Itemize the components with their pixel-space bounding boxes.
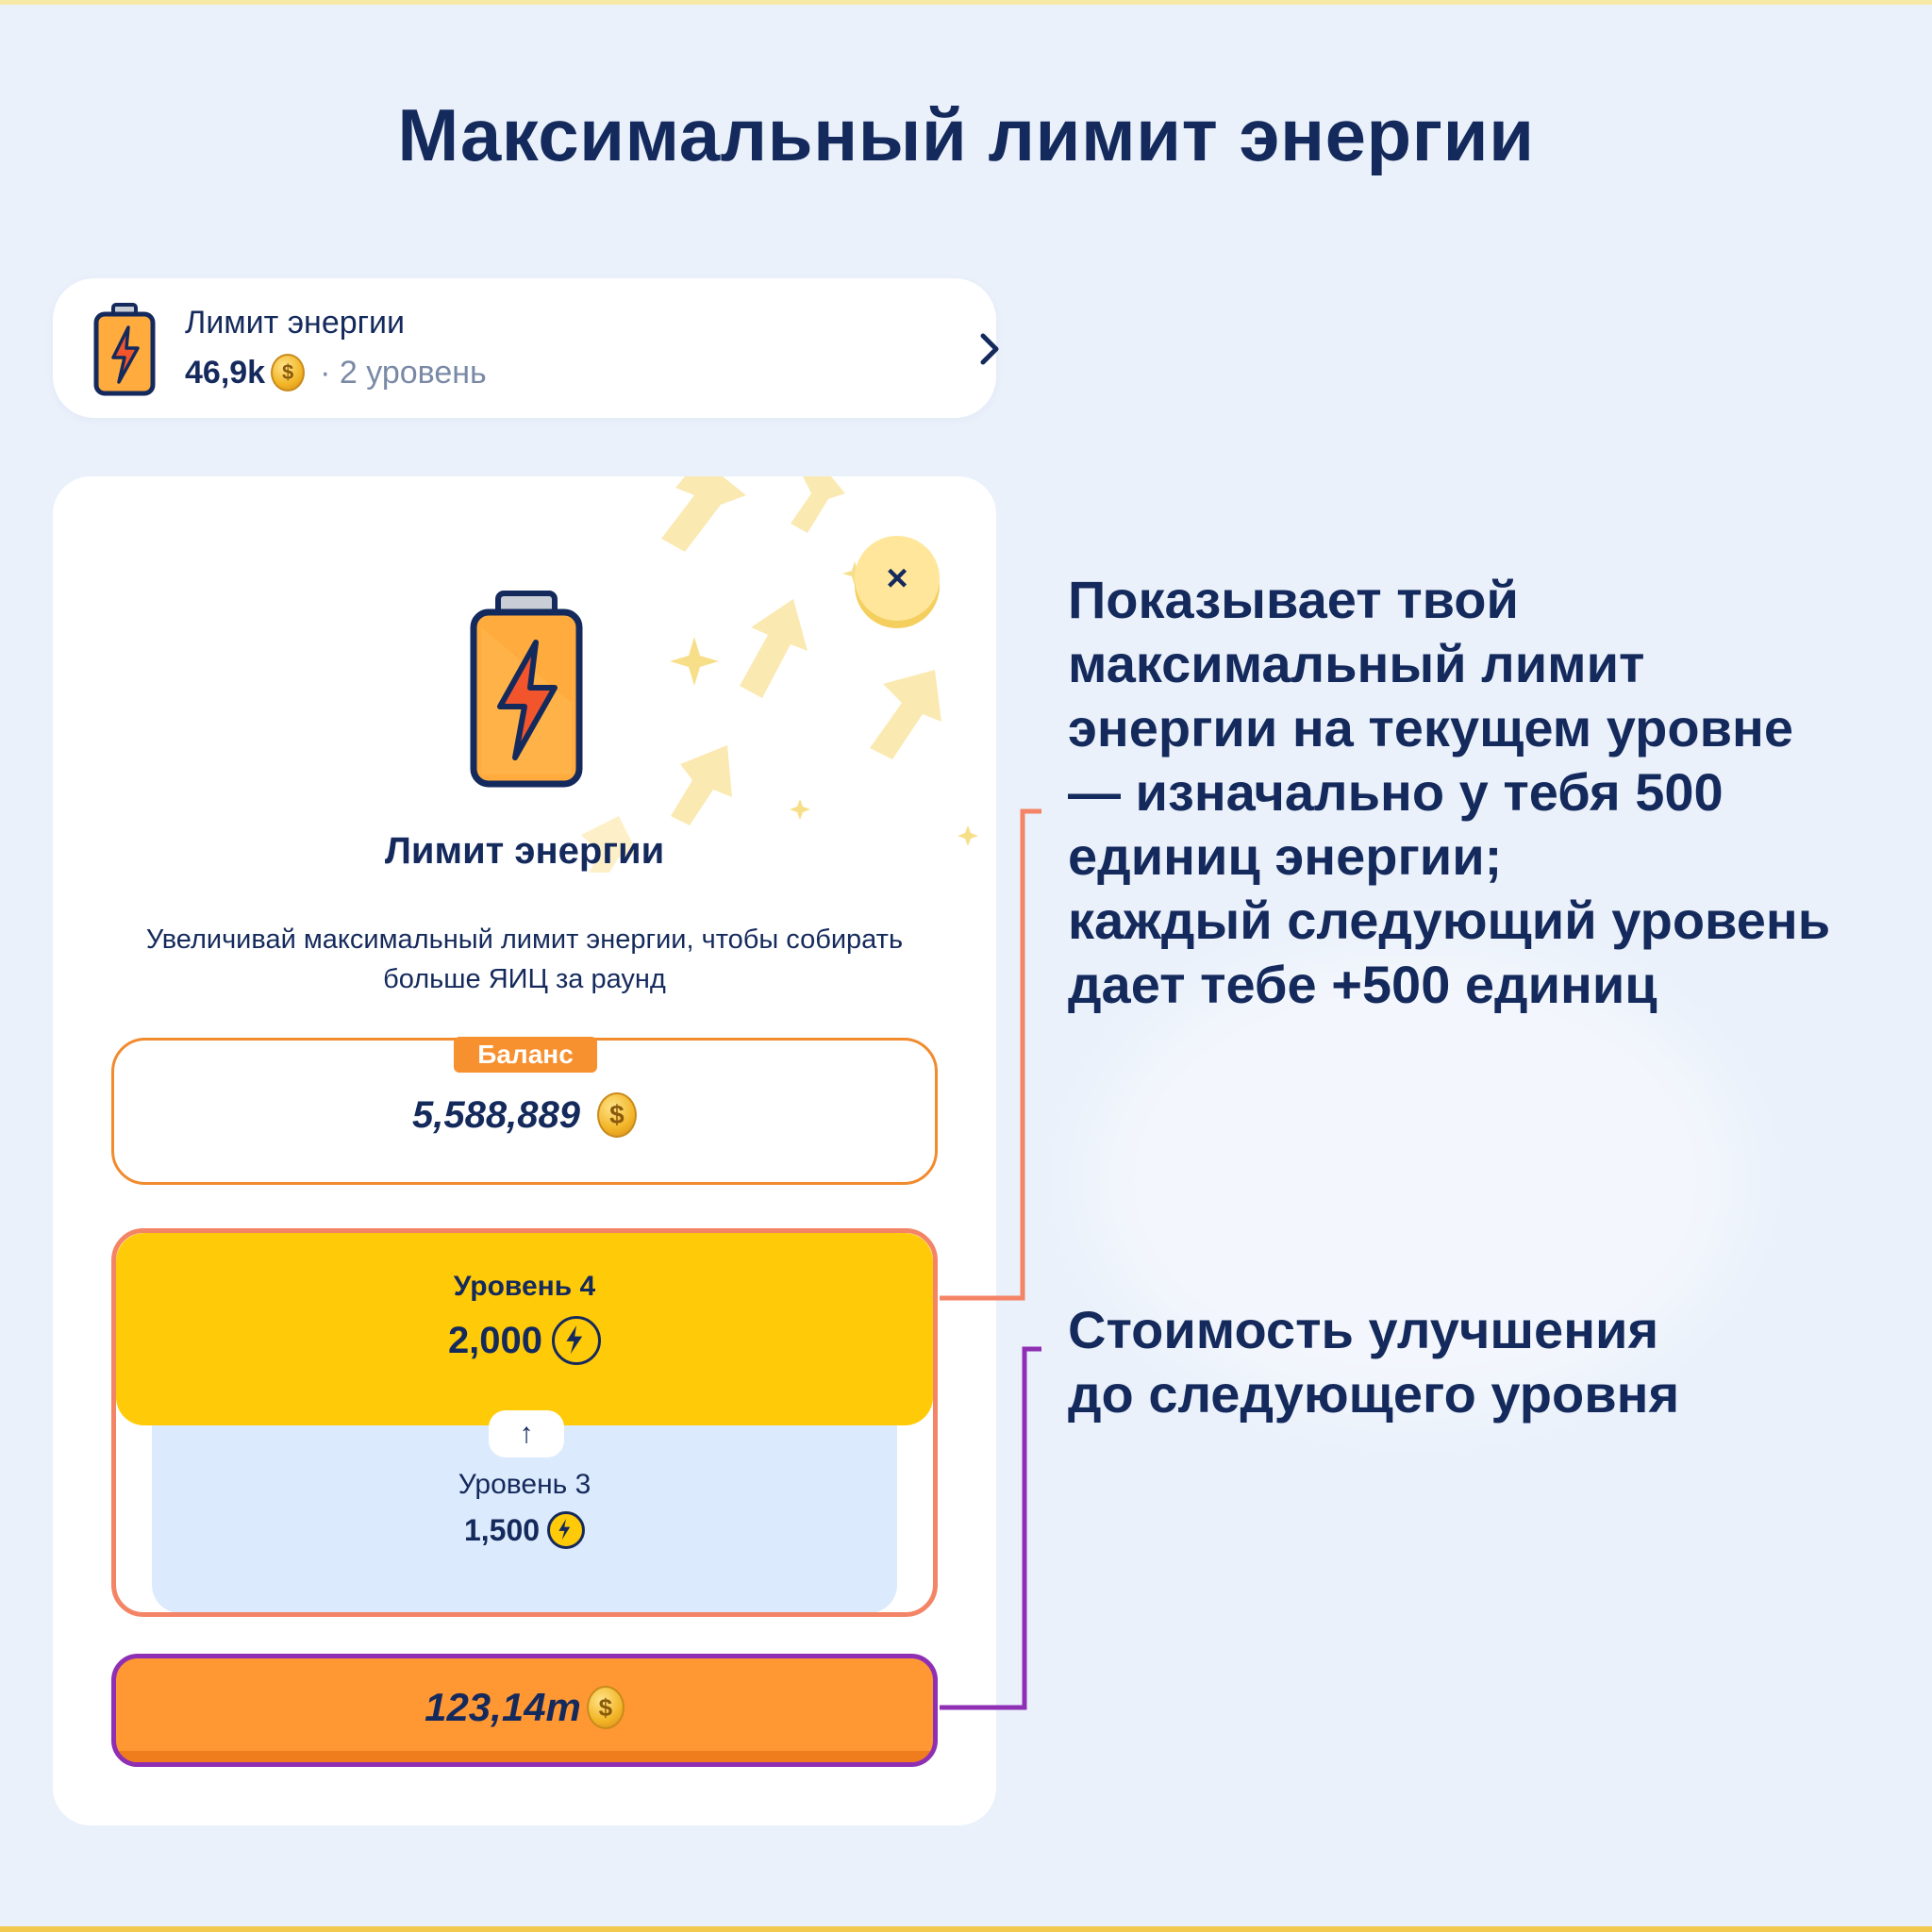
callout-line: — изначально у тебя 500 (1068, 762, 1724, 822)
bottom-strip (0, 1926, 1932, 1932)
battery-large-icon (470, 591, 583, 788)
connector-purple (940, 1346, 1041, 1710)
coin-icon: $ (596, 1092, 637, 1138)
energy-limit-item[interactable]: Лимит энергии 46,9k $ · 2 уровень (53, 278, 999, 418)
battery-icon (93, 303, 156, 396)
balance-row: 5,588,889 $ (114, 1092, 935, 1138)
callout-line: единиц энергии; (1068, 826, 1503, 886)
callout-upgrade-cost: Стоимость улучшения до следующего уровня (1068, 1298, 1679, 1426)
chevron-right-icon[interactable] (977, 330, 1002, 368)
buy-price-row: 123,14m $ (116, 1685, 933, 1730)
levels-box: Уровень 3 1,500 Уровень 4 2,000 ↑ (111, 1228, 938, 1617)
modal-title: Лимит энергии (384, 830, 665, 872)
callout-line: до следующего уровня (1068, 1364, 1680, 1424)
callout-line: Показывает твой (1068, 570, 1519, 629)
level-up-arrow-icon: ↑ (489, 1410, 564, 1457)
connector-orange (940, 808, 1041, 1301)
page-title: Максимальный лимит энергии (397, 93, 1535, 176)
buy-upgrade-button[interactable]: 123,14m $ (111, 1654, 938, 1767)
item-level: · 2 уровень (320, 354, 487, 391)
current-level-row: 1,500 (152, 1511, 897, 1549)
background-glow (1085, 943, 1745, 1415)
button-shade (116, 1751, 933, 1762)
callout-line: энергии на текущем уровне (1068, 698, 1793, 758)
callout-energy-info: Показывает твой максимальный лимит энерг… (1068, 568, 1830, 1017)
callout-line: каждый следующий уровень (1068, 891, 1831, 950)
callout-line: дает тебе +500 единиц (1068, 955, 1657, 1014)
next-level-label: Уровень 4 (453, 1271, 596, 1302)
callout-line: Стоимость улучшения (1068, 1300, 1659, 1359)
current-level-label: Уровень 3 (458, 1469, 591, 1500)
coin-icon: $ (586, 1686, 625, 1729)
coin-icon: $ (271, 354, 306, 391)
close-button[interactable]: × (855, 536, 940, 621)
next-level-panel: Уровень 4 2,000 (116, 1233, 933, 1425)
balance-badge: Баланс (454, 1037, 597, 1073)
lightning-icon (552, 1316, 602, 1365)
item-price-row: 46,9k $ · 2 уровень (185, 354, 487, 391)
decorative-arrows (581, 476, 978, 873)
next-level-value: 2,000 (447, 1319, 543, 1361)
next-level-row: 2,000 (116, 1316, 933, 1365)
item-title: Лимит энергии (185, 305, 406, 341)
lightning-icon (547, 1511, 586, 1549)
item-price: 46,9k (185, 354, 266, 391)
balance-box: Баланс 5,588,889 $ (111, 1037, 938, 1185)
callout-line: максимальный лимит (1068, 634, 1645, 693)
close-icon: × (886, 557, 908, 599)
upgrade-modal: × Лимит энергии Увеличивай максимальный … (53, 476, 996, 1825)
buy-price: 123,14m (425, 1685, 581, 1729)
modal-description: Увеличивай максимальный лимит энергии, ч… (145, 924, 904, 994)
top-strip (0, 0, 1932, 5)
current-level-value: 1,500 (463, 1512, 541, 1547)
balance-value: 5,588,889 (412, 1093, 580, 1136)
